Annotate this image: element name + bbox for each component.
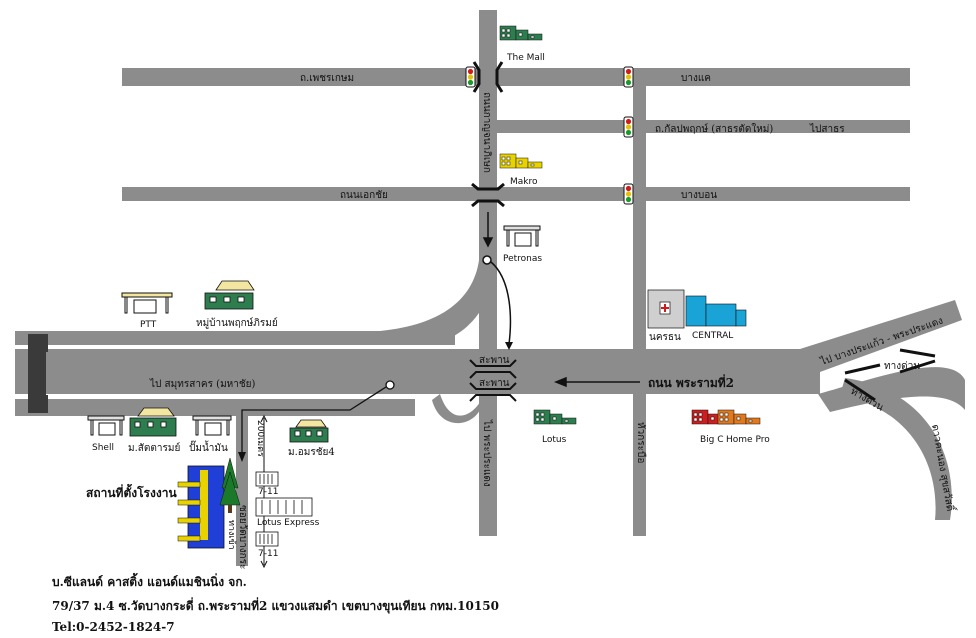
road-dao-khanong bbox=[840, 378, 952, 520]
central-icon bbox=[685, 295, 747, 327]
road-rama2-frontage bbox=[15, 399, 415, 416]
label-nakhon-thon: นครธน bbox=[649, 332, 681, 343]
label-lotus: Lotus bbox=[542, 435, 567, 445]
home-pro-icon bbox=[717, 409, 761, 425]
seven-eleven-icon bbox=[255, 471, 279, 547]
label-ekkachai: ถนนเอกชัย bbox=[340, 190, 388, 201]
label-hua-krabue: หัวกระบือ bbox=[635, 422, 647, 463]
label-lotus-express: Lotus Express bbox=[257, 518, 320, 528]
shell-icon bbox=[87, 415, 125, 436]
label-rama2: ถนน พระรามที่2 bbox=[648, 374, 734, 390]
lotus-icon bbox=[533, 409, 577, 425]
bridge-interchange bbox=[469, 359, 517, 402]
label-kanchana: ถนนกาญจนาภิเษก bbox=[481, 92, 492, 173]
label-shell: Shell bbox=[92, 443, 114, 453]
label-kalapaphruek: ถ.กัลปพฤกษ์ (สาธรตัดใหม่) bbox=[655, 123, 773, 135]
road-kalapaphruek bbox=[497, 120, 910, 133]
bridge-ekkachai bbox=[471, 182, 505, 208]
route-path-factory bbox=[241, 380, 395, 455]
label-bridge-top: สะพาน bbox=[479, 355, 510, 366]
company-phone: Tel:0-2452-1824-7 bbox=[52, 620, 175, 634]
label-expressway-1: ทางด่วน bbox=[884, 361, 920, 372]
label-ptt: PTT bbox=[140, 320, 157, 330]
map-canvas: ถ.เพชรเกษม บางแค ถ.กัลปพฤกษ์ (สาธรตัดใหม… bbox=[15, 10, 965, 570]
tree-icon bbox=[219, 457, 241, 513]
traffic-light-icon bbox=[465, 66, 476, 88]
label-seven-11-a: 7-11 bbox=[258, 487, 278, 497]
road-rama2 bbox=[15, 349, 820, 394]
label-to-sathorn: ไปสาธร bbox=[809, 123, 845, 135]
route-arrow-rama2 bbox=[553, 376, 640, 388]
road-phra-pradaeng bbox=[800, 300, 962, 372]
label-central: CENTRAL bbox=[692, 331, 733, 341]
label-factory: สถานที่ตั้งโรงงาน bbox=[86, 483, 177, 500]
label-seven-11-b: 7-11 bbox=[258, 549, 278, 559]
road-expressway bbox=[818, 367, 965, 412]
route-path-petronas bbox=[482, 255, 512, 345]
gas-station-icon bbox=[192, 415, 232, 436]
lotus-express-icon bbox=[255, 497, 313, 517]
label-big-c: Big C bbox=[700, 435, 724, 445]
label-intersection: ทางเข้า bbox=[226, 520, 237, 550]
label-petronas: Petronas bbox=[503, 254, 542, 264]
m-satharom-icon bbox=[129, 407, 177, 437]
bridge-petchkasem bbox=[472, 61, 504, 93]
road-bangkhae bbox=[633, 86, 646, 536]
label-bangbon: บางบอน bbox=[681, 190, 717, 201]
traffic-light-icon bbox=[623, 183, 634, 205]
road-rama2-upper bbox=[15, 331, 455, 345]
u-turn bbox=[28, 334, 48, 413]
label-to-phra-pradaeng-v: ไป พระประแดง bbox=[481, 419, 493, 487]
label-village-phruek: หมู่บ้านพฤกษ์ภิรมย์ bbox=[196, 317, 278, 329]
route-arrow-tip bbox=[505, 342, 513, 350]
traffic-light-icon bbox=[623, 66, 634, 88]
label-the-mall: The Mall bbox=[506, 53, 545, 63]
expressway-marks bbox=[844, 348, 936, 402]
label-bangkhae: บางแค bbox=[681, 73, 711, 84]
company-name: บ.ซีแลนด์ คาสติ้ง แอนด์แมชินนิ่ง จก. bbox=[52, 575, 247, 589]
label-home-pro: Home Pro bbox=[726, 435, 770, 445]
ramp-northwest bbox=[380, 250, 497, 345]
label-bridge-bottom: สะพาน bbox=[479, 378, 510, 389]
road-ekkachai bbox=[122, 187, 910, 201]
ramp-southwest bbox=[432, 394, 480, 424]
label-distance: 200เมตร bbox=[255, 420, 265, 457]
traffic-light-icon bbox=[623, 116, 634, 138]
village-phruek-icon bbox=[204, 280, 255, 310]
petronas-icon bbox=[503, 225, 541, 247]
label-to-samut-sakhon: ไป สมุทรสาคร (มหาชัย) bbox=[149, 378, 256, 390]
road-petchkasem bbox=[122, 68, 910, 86]
label-m-amornchai: ม.อมรชัย4 bbox=[288, 447, 335, 458]
label-gas-station: ปั๊มน้ำมัน bbox=[189, 440, 228, 454]
ptt-icon bbox=[121, 292, 173, 314]
the-mall-icon bbox=[499, 25, 543, 41]
route-arrow-down bbox=[482, 212, 494, 248]
nakhon-thon-icon bbox=[647, 289, 685, 329]
label-soi-wat-bangkradi: ซอยวัดบางกระดี่ bbox=[237, 505, 251, 570]
m-amornchai-icon bbox=[289, 419, 329, 443]
route-arrow-factory bbox=[238, 452, 246, 462]
factory-icon bbox=[177, 465, 225, 549]
label-petchkasem: ถ.เพชรเกษม bbox=[300, 73, 354, 84]
makro-icon bbox=[499, 153, 543, 169]
label-m-satharom: ม.สัตตารมย์ bbox=[128, 442, 180, 454]
label-makro: Makro bbox=[510, 177, 538, 187]
company-address: 79/37 ม.4 ซ.วัดบางกระดี่ ถ.พระรามที่2 แข… bbox=[52, 599, 499, 613]
